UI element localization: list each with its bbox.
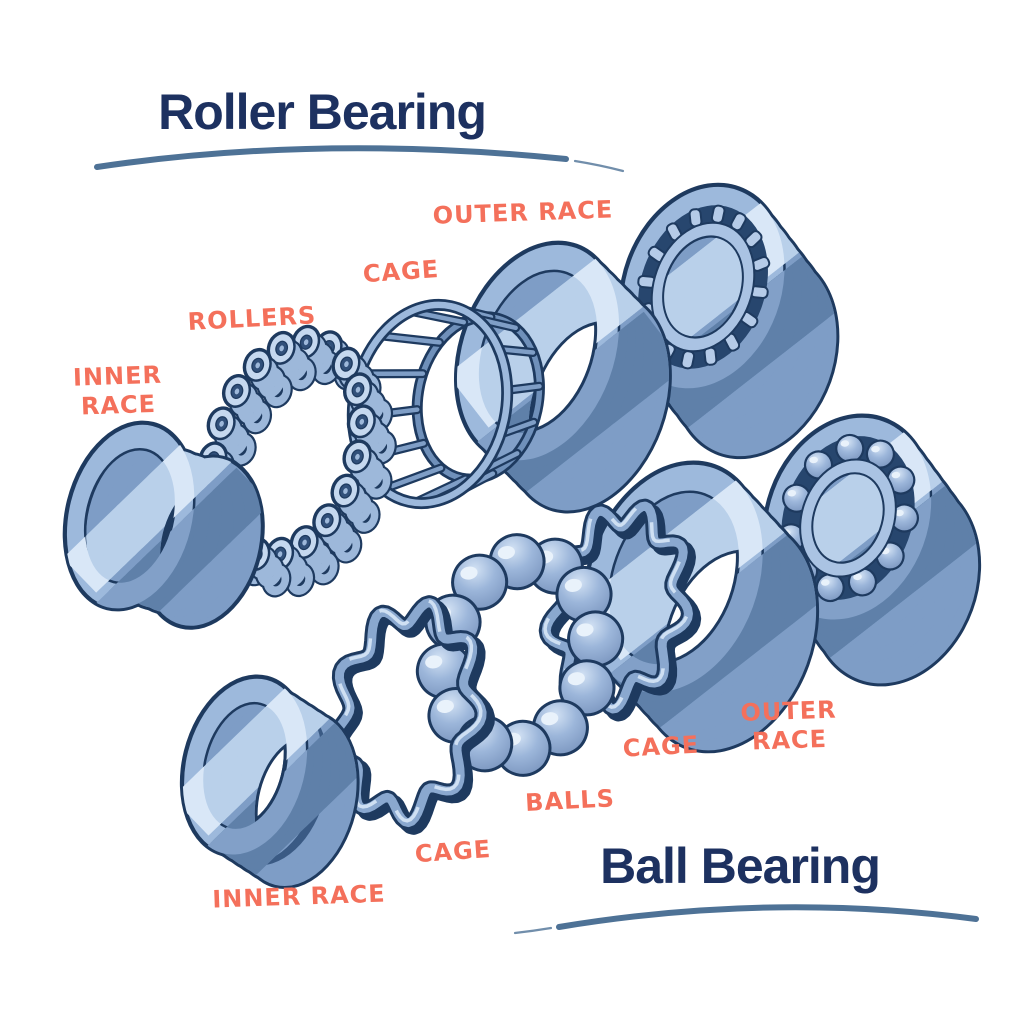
roller-bearing-title: Roller Bearing	[158, 84, 487, 140]
ball-bearing-cage-left	[325, 595, 495, 835]
label-ball-cage-right: CAGE	[622, 730, 700, 763]
ball-bearing-title: Ball Bearing	[600, 838, 881, 894]
roller-title-underline	[94, 145, 625, 173]
roller-bearing-outer-race	[454, 240, 672, 514]
roller-bearing-assembled	[618, 182, 840, 460]
label-ball-inner-race: INNER RACE	[211, 879, 387, 914]
label-ball-cage-left: CAGE	[413, 834, 492, 869]
label-ball-balls: BALLS	[524, 784, 616, 817]
roller-bearing-rollers	[198, 324, 397, 598]
label-ball-outer-race: OUTER RACE	[739, 695, 838, 756]
ball-bearing-inner-race	[179, 674, 360, 889]
ball-title-underline	[513, 904, 979, 935]
label-roller-cage: CAGE	[361, 254, 440, 289]
roller-bearing-inner-race	[62, 420, 265, 630]
label-roller-inner-race: INNER RACE	[72, 360, 163, 421]
